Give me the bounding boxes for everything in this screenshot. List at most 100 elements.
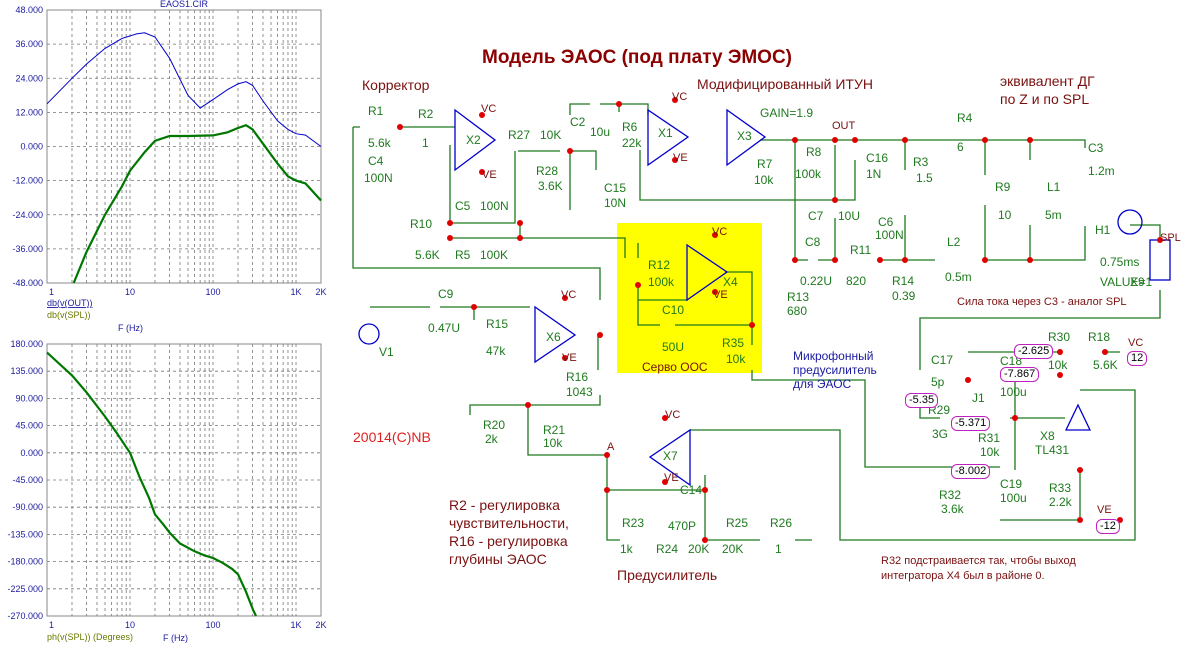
component-ref: L1 bbox=[1047, 180, 1061, 194]
section-mic-2: предусилитель bbox=[793, 363, 877, 377]
component-value: 6 bbox=[957, 140, 964, 154]
section-mic: Микрофонный bbox=[793, 349, 874, 363]
component-value: 100k bbox=[648, 275, 675, 289]
component-ref: C9 bbox=[438, 287, 454, 301]
junction-dot bbox=[567, 148, 573, 154]
section-mic-3: для ЭАОС bbox=[793, 377, 852, 391]
node-vc-x6: VC bbox=[561, 289, 577, 301]
chart-title: EAOS1.CIR bbox=[160, 0, 209, 9]
component-value: 100k bbox=[795, 167, 822, 181]
voltage-r30: -2.625 bbox=[1014, 344, 1054, 359]
component-ref: C16 bbox=[866, 151, 889, 165]
y-tick-label: -45.000 bbox=[12, 475, 43, 485]
junction-dot bbox=[902, 137, 908, 143]
junction-dot bbox=[597, 332, 603, 338]
component-value: 10k bbox=[1048, 358, 1068, 372]
node-vc-x2: VC bbox=[481, 103, 497, 115]
junction-dot bbox=[1057, 372, 1063, 378]
component-value: 10u bbox=[590, 125, 611, 139]
component-value: 100N bbox=[480, 199, 509, 213]
node-ve-r33: VE bbox=[1097, 504, 1112, 516]
node-ve-x2: VE bbox=[482, 169, 497, 181]
component-ref: X3 bbox=[737, 129, 752, 143]
component-value: 22k bbox=[622, 136, 642, 150]
x-tick-label: 1K bbox=[291, 287, 302, 297]
component-ref: R5 bbox=[455, 248, 471, 262]
junction-dot bbox=[852, 137, 858, 143]
voltage-c19: -8.002 bbox=[951, 464, 991, 479]
component-ref: R11 bbox=[850, 243, 872, 257]
junction-dot bbox=[792, 137, 798, 143]
component-value: 100N bbox=[364, 171, 393, 185]
y-tick-label: -180.000 bbox=[7, 557, 43, 567]
junction-dot bbox=[832, 257, 838, 263]
y-tick-label: -24.000 bbox=[12, 210, 43, 220]
component-value: 20K bbox=[688, 542, 710, 556]
node-a: A bbox=[607, 441, 615, 453]
component-ref: R2 bbox=[418, 107, 434, 121]
x-tick-label: 1 bbox=[49, 287, 54, 297]
component-ref: X7 bbox=[663, 449, 678, 463]
section-itun: Модифицированный ИТУН bbox=[697, 76, 873, 92]
series-db-v-out-- bbox=[46, 32, 322, 147]
section-speaker: эквивалент ДГ bbox=[1000, 73, 1095, 89]
node-out: OUT bbox=[832, 120, 856, 132]
component-ref: R28 bbox=[536, 164, 559, 178]
x-tick-label: 1 bbox=[49, 620, 54, 630]
component-ref: R32 bbox=[939, 488, 962, 502]
note-line-4: глубины ЭАОС bbox=[449, 551, 547, 567]
plot-frame bbox=[46, 343, 322, 617]
legend-phase[interactable]: ph(v(SPL)) (Degrees) bbox=[47, 632, 133, 642]
component-ref: R12 bbox=[648, 258, 671, 272]
junction-dot bbox=[1077, 517, 1083, 523]
component-ref: R16 bbox=[566, 370, 589, 384]
x-axis-label-phase: F (Hz) bbox=[163, 633, 188, 643]
node-ve-x7: VE bbox=[664, 472, 679, 484]
r32-note-2: интегратора X4 был в районе 0. bbox=[881, 570, 1045, 582]
component-ref: X1 bbox=[658, 126, 673, 140]
component-value: 1.5 bbox=[916, 171, 933, 185]
legend-out[interactable]: db(v(OUT)) bbox=[47, 298, 93, 308]
component-ref: C2 bbox=[570, 115, 586, 129]
section-servo: Серво ООС bbox=[642, 360, 708, 374]
schematic-title: Модель ЭАОС (под плату ЭМОС) bbox=[482, 47, 793, 68]
component-value: 100K bbox=[480, 248, 509, 262]
component-ref: C5 bbox=[455, 199, 471, 213]
y-tick-label: -12.000 bbox=[12, 176, 43, 186]
component-value: 820 bbox=[846, 274, 867, 288]
component-value: 2.2k bbox=[1049, 495, 1072, 509]
component-value: 47k bbox=[486, 344, 506, 358]
y-tick-label: 180.000 bbox=[10, 339, 43, 349]
component-ref: X4 bbox=[723, 275, 738, 289]
junction-dot bbox=[1012, 415, 1018, 421]
c3-note: Сила тока через С3 - аналог SPL bbox=[957, 296, 1127, 308]
junction-dot bbox=[447, 235, 453, 241]
y-tick-label: 45.000 bbox=[15, 421, 43, 431]
component-value: 0.39 bbox=[892, 289, 916, 303]
component-ref: C17 bbox=[931, 353, 954, 367]
section-corrector: Корректор bbox=[362, 77, 430, 93]
series-ph-v-spl----degrees- bbox=[46, 351, 257, 617]
y-tick-label: 36.000 bbox=[15, 39, 43, 49]
voltage-ve: -12 bbox=[1096, 519, 1120, 534]
component-value: 0.47U bbox=[428, 321, 461, 335]
node-spl: SPL bbox=[1160, 232, 1181, 244]
note-line-2: чувствительности, bbox=[449, 515, 569, 531]
x-tick-label: 2K bbox=[315, 287, 326, 297]
y-tick-label: -135.000 bbox=[7, 529, 43, 539]
legend-spl[interactable]: db(v(SPL)) bbox=[47, 310, 91, 320]
x-tick-label: 100 bbox=[205, 287, 220, 297]
component-value: TL431 bbox=[1035, 443, 1070, 457]
junction-dot bbox=[447, 220, 453, 226]
node-vc-x4: VC bbox=[712, 226, 728, 238]
junction-dot bbox=[902, 257, 908, 263]
component-value: 100u bbox=[1000, 385, 1027, 399]
component-ref: C19 bbox=[1000, 477, 1023, 491]
voltage-j1-gate: -5.35 bbox=[905, 393, 939, 408]
component-ref: R26 bbox=[770, 516, 793, 530]
component-value: 5.6K bbox=[415, 248, 440, 262]
node-ve-x1: VE bbox=[673, 152, 688, 164]
component-value: 5p bbox=[931, 375, 945, 389]
y-tick-label: 0.000 bbox=[20, 142, 43, 152]
component-ref: X6 bbox=[546, 330, 561, 344]
